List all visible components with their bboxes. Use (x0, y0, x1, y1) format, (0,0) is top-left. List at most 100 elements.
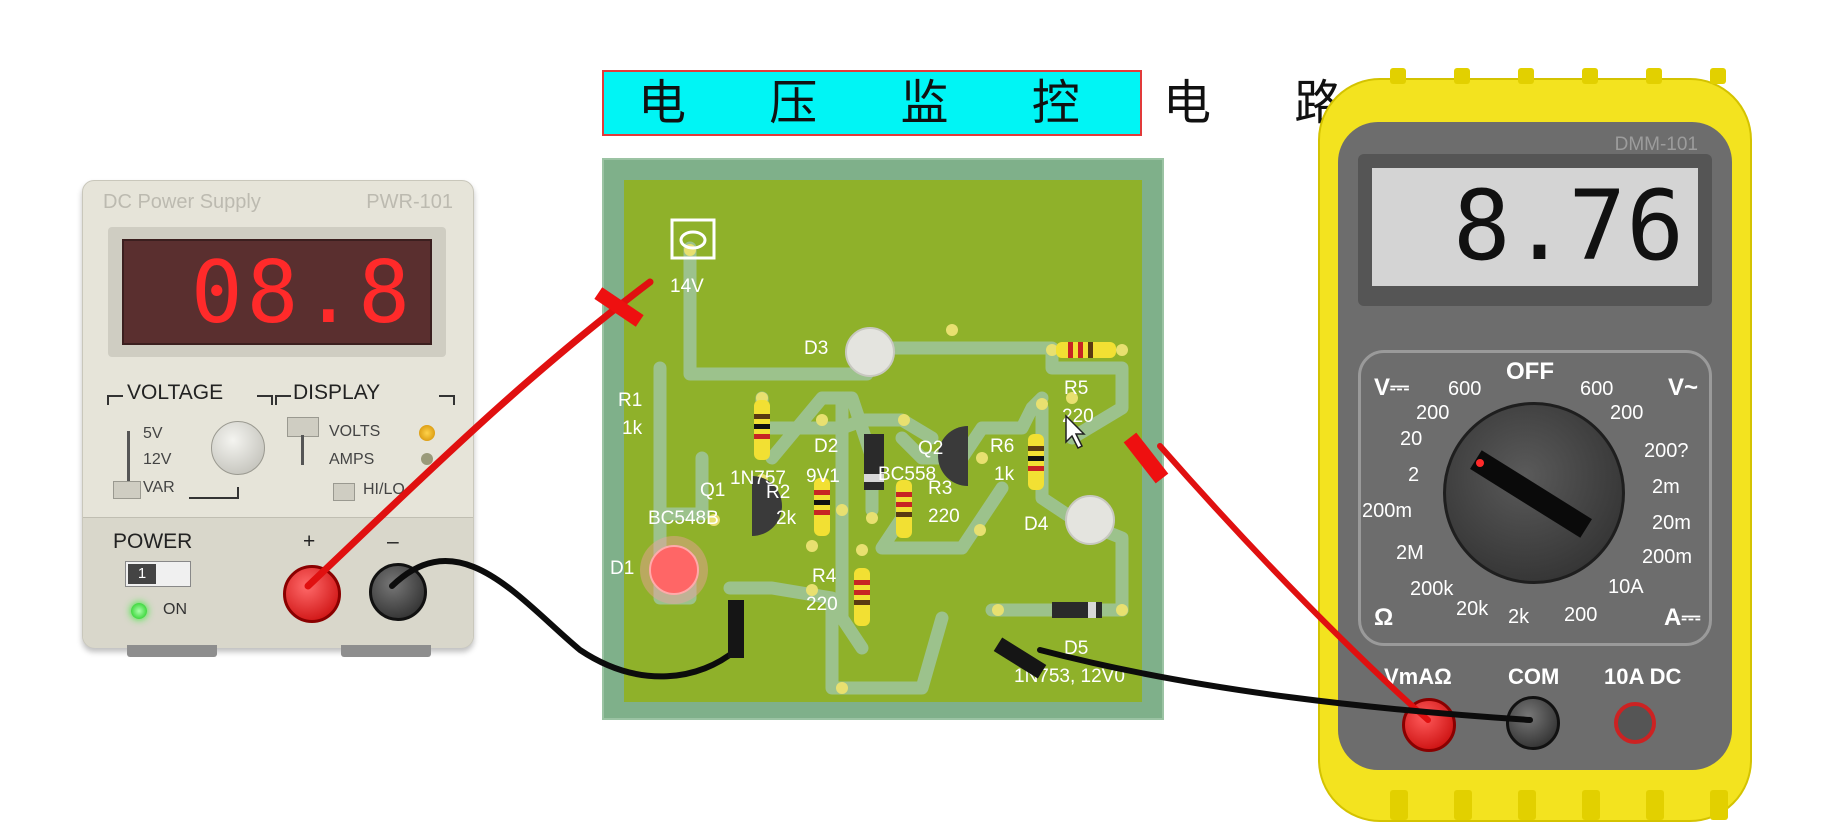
range-vdc-2[interactable]: 2 (1408, 464, 1420, 486)
resistor-r5[interactable] (1056, 342, 1116, 358)
supply-connector[interactable] (670, 218, 716, 260)
voltage-option-5v[interactable]: 5V (143, 425, 163, 442)
range-vdc-600[interactable]: 600 (1448, 378, 1482, 400)
jack-10a[interactable] (1614, 702, 1656, 744)
display-bracket-left (275, 395, 291, 405)
r3-name: R3 (928, 478, 953, 499)
dial-off-label[interactable]: OFF (1506, 358, 1554, 385)
plus-terminal-label: + (303, 530, 316, 553)
psu-foot-right (341, 645, 431, 657)
range-vdc-200[interactable]: 200 (1416, 402, 1450, 424)
circuit-traces (640, 218, 1129, 695)
power-label: POWER (113, 530, 193, 553)
resistor-r3[interactable] (896, 480, 912, 538)
dmm-model-label: DMM-101 (1614, 134, 1698, 155)
jack-10a-label: 10A DC (1604, 664, 1682, 689)
dmm-readout: 8.76 (1452, 170, 1684, 282)
trace-r4 (835, 391, 869, 655)
r5-value: 220 (1062, 406, 1094, 427)
range-2m[interactable]: 2m (1652, 476, 1680, 498)
voltage-option-var[interactable]: VAR (143, 479, 175, 496)
hilo-label: HI/LO (363, 481, 405, 498)
trace-top (860, 341, 1129, 445)
resistor-r1[interactable] (754, 400, 770, 460)
power-supply: DC Power Supply PWR-101 08.8 VOLTAGE 5V … (82, 180, 474, 657)
d2-type: 1N757 (730, 468, 786, 489)
jack-com-label: COM (1508, 664, 1560, 689)
minus-terminal-label: – (387, 530, 399, 553)
volts-indicator-led (419, 425, 435, 441)
resistor-r6[interactable] (1028, 434, 1044, 490)
r4-name: R4 (812, 566, 837, 587)
power-switch-knob: 1 (128, 564, 156, 584)
q1-type: BC548B (648, 508, 719, 529)
jack-com[interactable] (1506, 696, 1560, 750)
d5-type: 1N753, 12V0 (1014, 666, 1125, 687)
range-ohm-2m[interactable]: 2M (1396, 542, 1424, 564)
range-vdc-200m[interactable]: 200m (1362, 500, 1413, 522)
shell-bottom-ridges (1390, 790, 1728, 822)
psu-foot-left (127, 645, 217, 657)
voltage-bracket-left (107, 395, 123, 405)
amps-indicator-led (421, 453, 433, 465)
dial-pointer (1470, 450, 1592, 538)
display-selector-switch[interactable] (287, 417, 319, 437)
r4-value: 220 (806, 594, 838, 615)
trace-q2 (895, 391, 1049, 465)
hilo-button[interactable] (333, 483, 355, 501)
range-200m-amp[interactable]: 200m (1642, 546, 1693, 568)
multimeter-body: DMM-101 8.76 OFF V⎓ V~ 600 200 20 2 200m… (1338, 122, 1732, 770)
led-d1[interactable] (649, 545, 699, 595)
trace-left (653, 361, 709, 521)
voltage-option-12v[interactable]: 12V (143, 451, 172, 468)
r2-name: R2 (766, 482, 791, 503)
psu-display: 08.8 (122, 239, 432, 345)
psu-positive-terminal[interactable] (283, 565, 341, 623)
resistor-r4[interactable] (854, 568, 870, 626)
transistor-q1[interactable] (752, 476, 782, 536)
trace-bottom (723, 581, 949, 695)
voltage-label: VOLTAGE (127, 381, 224, 404)
display-option-amps[interactable]: AMPS (329, 451, 375, 468)
voltage-bracket-right (257, 395, 273, 405)
range-vac-200[interactable]: 200 (1610, 402, 1644, 424)
r1-value: 1k (622, 418, 643, 439)
dial-adc-label: A⎓ (1664, 604, 1701, 631)
q2-type: BC558 (878, 464, 937, 485)
transistor-q2[interactable] (938, 426, 968, 486)
d2-value: 9V1 (806, 466, 840, 487)
jack-vmaohm[interactable] (1402, 698, 1456, 752)
led-d4[interactable] (1065, 495, 1115, 545)
range-ohm-200[interactable]: 200 (1564, 604, 1598, 626)
range-vac-600[interactable]: 600 (1580, 378, 1614, 400)
r2-value: 2k (776, 508, 797, 529)
voltage-knob[interactable] (211, 421, 265, 475)
led-d3[interactable] (845, 327, 895, 377)
supply-connector-ring (679, 230, 707, 250)
range-200-unknown[interactable]: 200? (1644, 440, 1689, 462)
power-on-label: ON (163, 601, 187, 618)
dial-vdc-label: V⎓ (1374, 374, 1410, 401)
range-10a[interactable]: 10A (1608, 576, 1644, 598)
range-vdc-20[interactable]: 20 (1400, 428, 1423, 450)
supply-voltage-label: 14V (670, 276, 704, 297)
shell-top-ridges (1390, 68, 1726, 84)
psu-negative-terminal[interactable] (369, 563, 427, 621)
q1-name: Q1 (700, 480, 726, 501)
range-selector-dial[interactable] (1443, 402, 1625, 584)
dial-pointer-dot (1476, 459, 1484, 467)
resistors (754, 342, 1116, 626)
display-option-volts[interactable]: VOLTS (329, 423, 381, 440)
power-switch[interactable]: 1 (125, 561, 191, 587)
dmm-display-frame: 8.76 (1358, 154, 1712, 306)
range-20m[interactable]: 20m (1652, 512, 1691, 534)
d1-name: D1 (610, 558, 635, 579)
range-ohm-2k[interactable]: 2k (1508, 606, 1530, 628)
voltage-selector-switch[interactable] (113, 481, 141, 499)
range-ohm-200k[interactable]: 200k (1410, 578, 1454, 600)
range-ohm-20k[interactable]: 20k (1456, 598, 1489, 620)
power-on-led (131, 603, 147, 619)
knob-range-line (189, 487, 239, 499)
psu-readout: 08.8 (190, 243, 414, 343)
d5-name: D5 (1064, 638, 1089, 659)
